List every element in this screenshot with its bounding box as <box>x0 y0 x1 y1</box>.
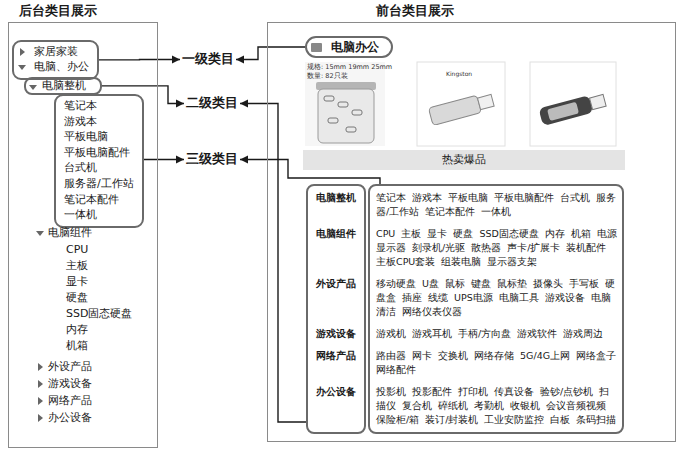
arrow-head <box>176 156 184 164</box>
arrow-head <box>176 100 184 108</box>
tree-item: 电脑组件 <box>48 226 92 240</box>
level-label: 三级类目 <box>184 150 240 169</box>
expanded-triangle <box>29 85 37 90</box>
tree-item: 机箱 <box>66 339 88 353</box>
tree-item: 外设产品 <box>48 360 92 374</box>
node-text: 一体机 <box>64 208 97 222</box>
tree-item: 办公设备 <box>48 411 92 425</box>
product-photo <box>530 62 616 146</box>
node-text: 热卖爆品 <box>442 153 486 167</box>
usb-drive <box>539 92 607 126</box>
node-text: 路由器 网卡 交换机 网络存储 5G/4G上网 网络盒子 网络配件 <box>376 349 618 377</box>
category-outline: 笔记本 游戏本 平板电脑 平板电脑配件 台式机 服务器/工作站 笔记本配件 一体… <box>368 184 624 434</box>
node-text: 一级类目 <box>182 51 234 67</box>
product-text: Kingston <box>446 70 472 78</box>
node-text: 投影机 投影配件 打印机 传真设备 验钞/点钞机 扫描仪 复合机 碎纸机 考勤机… <box>376 385 618 427</box>
node-text: 游戏设备 <box>308 328 364 341</box>
paper-clip <box>346 127 356 132</box>
paper-clip <box>338 102 348 107</box>
usb-drive <box>428 92 494 126</box>
category-icon <box>311 43 322 52</box>
usb-body <box>428 95 481 125</box>
expanded-triangle <box>36 231 44 236</box>
arrow-head <box>172 56 180 64</box>
tree-item: 游戏设备 <box>48 377 92 391</box>
category-outline: 电脑办公 <box>305 36 393 58</box>
tree-item: CPU <box>66 243 88 257</box>
tree-item: SSD固态硬盘 <box>66 307 132 321</box>
node-text: 台式机 <box>64 161 97 175</box>
arrow-head <box>236 56 244 64</box>
connector-arrow <box>144 156 184 164</box>
node-text: 电脑组件 <box>308 228 364 241</box>
connector-arrow <box>236 47 305 64</box>
tree-item: 网络产品 <box>48 394 92 408</box>
paper-clip <box>352 110 362 115</box>
node-text: CPU 主板 显卡 硬盘 SSD固态硬盘 内存 机箱 电源 显示器 刻录机/光驱… <box>376 227 618 269</box>
node-text: 笔记本 <box>64 99 97 113</box>
category-outline: 电脑整机电脑组件外设产品游戏设备网络产品办公设备 <box>306 184 366 434</box>
tree-item: 主板 <box>66 259 88 273</box>
connector-arrow <box>99 56 180 64</box>
node-text: 前台类目展示 <box>376 3 454 19</box>
node-text: 电脑整机 <box>42 79 86 93</box>
node-text: 三级类目 <box>186 151 238 167</box>
node-text: 笔记本配件 <box>64 193 119 207</box>
usb-cap <box>547 102 579 121</box>
connector-line <box>99 59 180 61</box>
usb-plug <box>478 94 495 109</box>
product-photo <box>417 62 505 146</box>
node-text: 二级类目 <box>186 95 238 111</box>
arrow-head <box>240 100 248 108</box>
expanded-triangle <box>18 65 26 70</box>
node-text: 笔记本 游戏本 平板电脑 平板电脑配件 台式机 服务器/工作站 笔记本配件 一体… <box>376 191 618 219</box>
hot-band: 热卖爆品 <box>303 150 625 170</box>
category-outline: 家居家装电脑、办公 <box>12 40 99 80</box>
node-text: 办公设备 <box>308 386 364 399</box>
node-text: 平板电脑配件 <box>64 146 130 160</box>
node-text: 家居家装 <box>34 45 78 59</box>
node-text: 外设产品 <box>308 278 364 291</box>
node-text: 网络产品 <box>308 350 364 363</box>
node-text: 电脑、办公 <box>34 60 89 74</box>
node-text: 平板电脑 <box>64 130 108 144</box>
tree-item: 显卡 <box>66 275 88 289</box>
category-outline: 电脑整机 <box>24 77 102 95</box>
product-text: 规格: 15mm 19mm 25mm <box>307 63 392 71</box>
level-label: 一级类目 <box>180 50 236 69</box>
product-text: 数量: 82只装 <box>307 72 348 80</box>
node-text: 游戏本 <box>64 115 97 129</box>
paper-clip <box>324 96 334 101</box>
connector-arrow <box>240 100 306 423</box>
category-outline: 笔记本游戏本平板电脑平板电脑配件台式机服务器/工作站笔记本配件一体机 <box>54 94 144 228</box>
collapsed-triangle <box>38 363 43 371</box>
usb-body <box>539 95 594 126</box>
node-text: 电脑整机 <box>308 192 364 205</box>
usb-plug <box>590 94 607 109</box>
collapsed-triangle <box>38 397 43 405</box>
node-text: 服务器/工作站 <box>64 177 134 191</box>
node-text: 电脑办公 <box>331 40 379 55</box>
collapsed-triangle <box>38 414 43 422</box>
panel-frame: 前台类目展示电脑办公热卖爆品电脑整机电脑组件外设产品游戏设备网络产品办公设备笔记… <box>267 22 676 442</box>
level-label: 二级类目 <box>184 94 240 113</box>
connector-line <box>240 104 306 423</box>
node-text: 移动硬盘 U盘 鼠标 键盘 鼠标垫 摄像头 手写板 硬盘盒 插座 线缆 UPS电… <box>376 277 618 319</box>
collapsed-triangle <box>20 48 25 56</box>
tree-item: 内存 <box>66 323 88 337</box>
connector-line <box>236 47 305 60</box>
collapsed-triangle <box>38 380 43 388</box>
paper-clip <box>328 118 338 123</box>
clip-jar <box>318 89 374 143</box>
tree-item: 硬盘 <box>66 291 88 305</box>
arrow-head <box>240 156 248 164</box>
product-photo <box>305 62 385 146</box>
node-text: 后台类目展示 <box>19 3 97 19</box>
node-text: 游戏机 游戏耳机 手柄/方向盘 游戏软件 游戏周边 <box>376 327 618 341</box>
